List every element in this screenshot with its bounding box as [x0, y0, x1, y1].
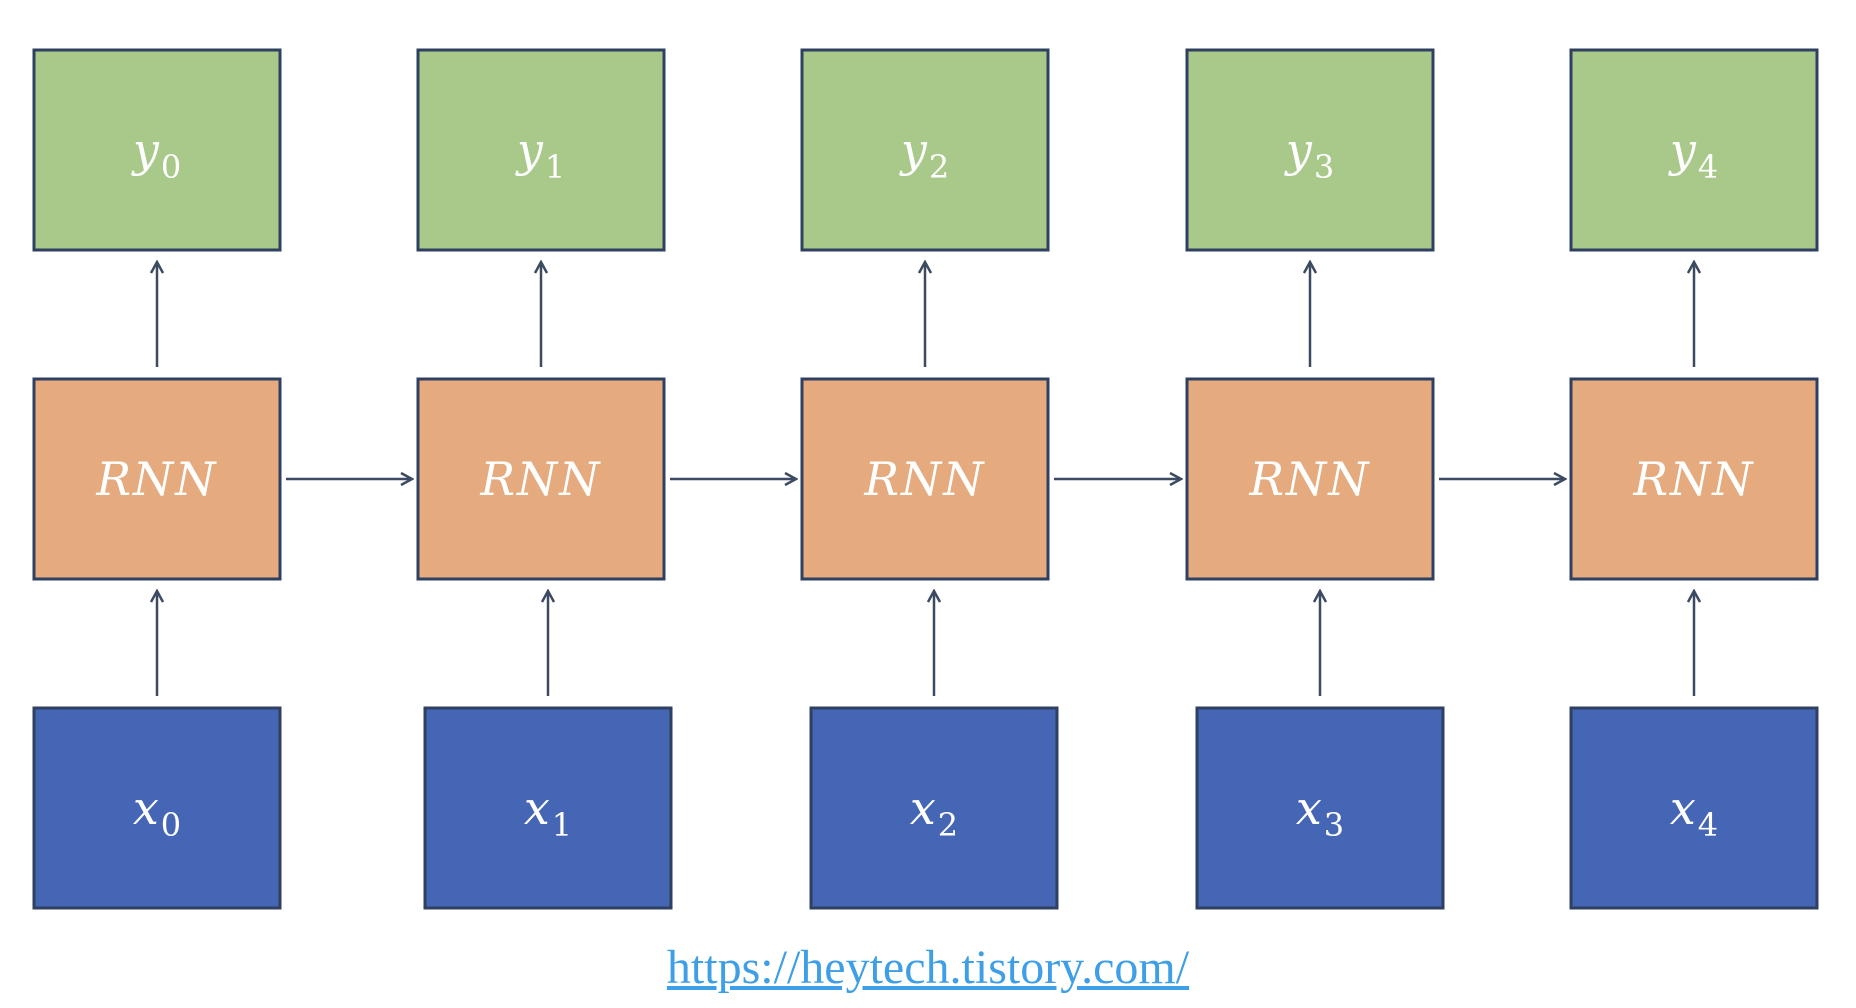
rnn-cell-3-label-text: RNN: [1248, 452, 1370, 506]
input-box-x3-label: x3: [1296, 781, 1344, 844]
input-box-x0-label: x0: [133, 781, 181, 844]
input-box-x1-rect: [423, 706, 673, 910]
rnn-cell-2-rect: [800, 377, 1050, 581]
output-box-y3-rect: [1185, 48, 1435, 252]
input-box-x4-rect: [1569, 706, 1819, 910]
output-box-y2-symbol: y: [899, 123, 928, 177]
output-box-y1: y1: [416, 48, 666, 252]
input-box-x2: x2: [809, 706, 1059, 910]
input-box-x3: x3: [1195, 706, 1445, 910]
input-box-x0-rect: [32, 706, 282, 910]
rnn-cell-1-label-text: RNN: [479, 452, 601, 506]
rnn-cell-0-label: RNN: [95, 452, 217, 506]
input-box-x2-symbol: x: [910, 781, 936, 835]
output-box-y4-subscript: 4: [1698, 148, 1718, 186]
input-box-x2-label: x2: [910, 781, 958, 844]
output-box-y4: y4: [1569, 48, 1819, 252]
output-box-y0-label: y0: [131, 123, 181, 186]
source-link[interactable]: https://heytech.tistory.com/: [666, 941, 1190, 994]
output-box-y1-label: y1: [515, 123, 565, 186]
input-box-x3-symbol: x: [1296, 781, 1322, 835]
output-box-y3-symbol: y: [1284, 123, 1313, 177]
rnn-cell-0: RNN: [32, 377, 282, 581]
output-box-y1-symbol: y: [515, 123, 544, 177]
output-box-y1-subscript: 1: [545, 148, 565, 186]
input-box-x1: x1: [423, 706, 673, 910]
output-box-y3-subscript: 3: [1314, 148, 1334, 186]
rnn-cell-3-label: RNN: [1248, 452, 1370, 506]
input-box-x3-rect: [1195, 706, 1445, 910]
rnn-cell-3: RNN: [1185, 377, 1435, 581]
input-box-x2-rect: [809, 706, 1059, 910]
output-box-y0-subscript: 0: [161, 148, 181, 186]
input-box-x3-subscript: 3: [1324, 806, 1344, 844]
rnn-cell-4: RNN: [1569, 377, 1819, 581]
rnn-cell-4-label: RNN: [1632, 452, 1754, 506]
rnn-cell-2-label: RNN: [863, 452, 985, 506]
rnn-cell-2-label-text: RNN: [863, 452, 985, 506]
output-box-y1-rect: [416, 48, 666, 252]
input-box-x4-subscript: 4: [1698, 806, 1718, 844]
output-box-y2-label: y2: [899, 123, 949, 186]
input-box-x1-symbol: x: [524, 781, 550, 835]
input-box-x0-symbol: x: [133, 781, 159, 835]
output-box-y2-rect: [800, 48, 1050, 252]
rnn-cell-4-label-text: RNN: [1632, 452, 1754, 506]
rnn-cell-0-label-text: RNN: [95, 452, 217, 506]
input-box-x1-subscript: 1: [552, 806, 572, 844]
arrows-layer: [157, 262, 1694, 696]
input-box-x2-subscript: 2: [938, 806, 958, 844]
output-box-y2: y2: [800, 48, 1050, 252]
output-box-y0-rect: [32, 48, 282, 252]
output-box-y0-symbol: y: [131, 123, 160, 177]
rnn-cell-0-rect: [32, 377, 282, 581]
output-box-y4-rect: [1569, 48, 1819, 252]
output-box-y3: y3: [1185, 48, 1435, 252]
output-box-y4-symbol: y: [1668, 123, 1697, 177]
rnn-cell-1-rect: [416, 377, 666, 581]
rnn-cell-4-rect: [1569, 377, 1819, 581]
rnn-cell-3-rect: [1185, 377, 1435, 581]
input-box-x4-label: x4: [1670, 781, 1718, 844]
rnn-cell-1-label: RNN: [479, 452, 601, 506]
input-box-x4: x4: [1569, 706, 1819, 910]
rnn-cell-2: RNN: [800, 377, 1050, 581]
input-box-x0-subscript: 0: [161, 806, 181, 844]
output-box-y4-label: y4: [1668, 123, 1718, 186]
output-box-y0: y0: [32, 48, 282, 252]
input-box-x1-label: x1: [524, 781, 572, 844]
rnn-cell-1: RNN: [416, 377, 666, 581]
output-box-y2-subscript: 2: [929, 148, 949, 186]
input-box-x4-symbol: x: [1670, 781, 1696, 835]
input-box-x0: x0: [32, 706, 282, 910]
output-box-y3-label: y3: [1284, 123, 1334, 186]
